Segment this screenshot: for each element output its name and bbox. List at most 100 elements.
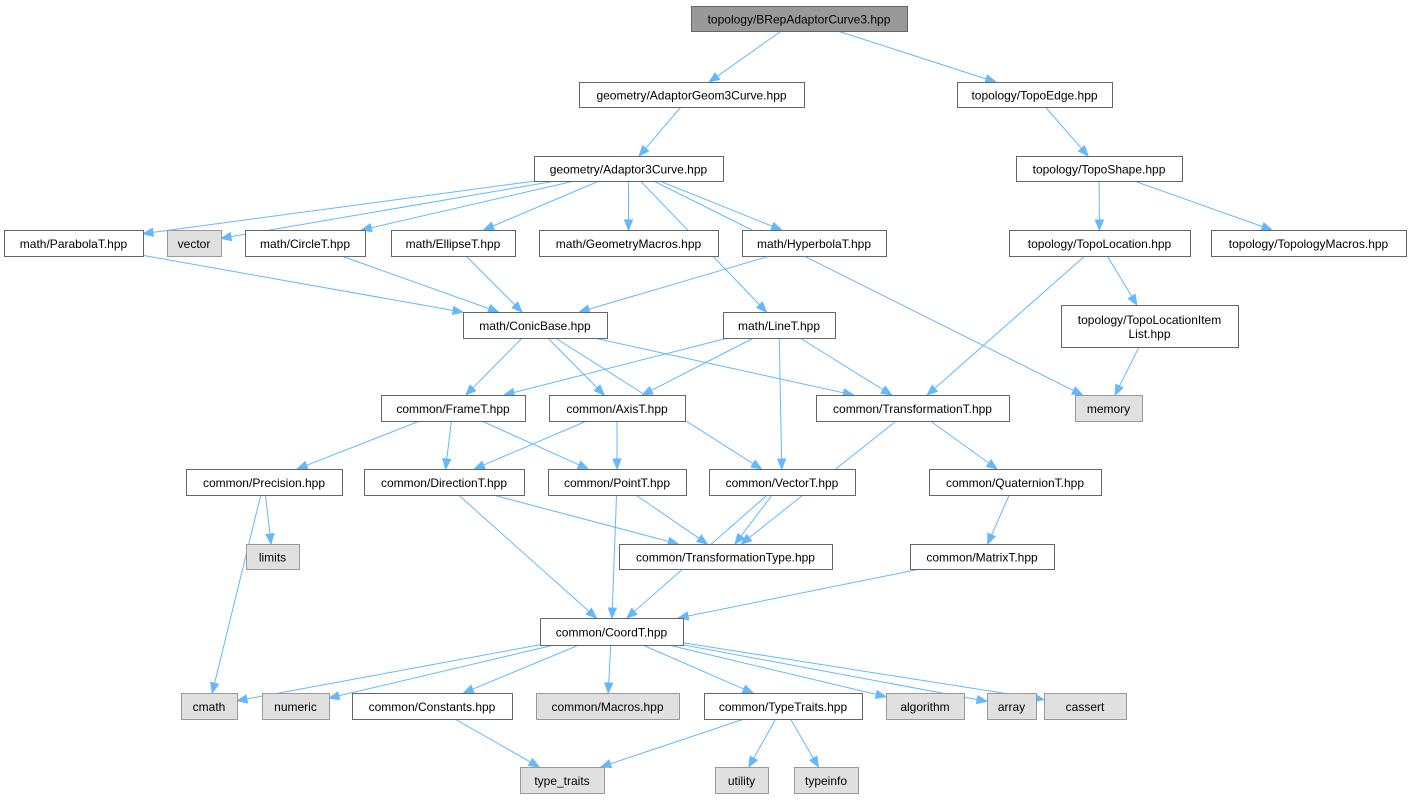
file-node[interactable]: topology/TopoEdge.hpp [957,82,1113,108]
arrowhead-icon [1114,383,1124,397]
nodes-layer: topology/BRepAdaptorCurve3.hpp geometry/A… [4,6,1407,794]
file-node[interactable]: common/CoordT.hpp [540,618,684,646]
dependency-edge [1045,106,1089,158]
file-node[interactable]: topology/TopoLocation.hpp [1009,230,1191,257]
file-node[interactable]: geometry/AdaptorGeom3Curve.hpp [579,82,805,108]
dependency-edge [641,337,754,396]
arrowhead-icon [360,223,373,233]
edge-line [642,644,746,690]
node-box [723,312,836,339]
edge-line [650,337,754,392]
file-node[interactable]: math/GeometryMacros.hpp [539,230,719,257]
node-box [715,767,769,794]
system-header-node: cassert [1044,693,1127,720]
node-box [886,693,965,720]
arrowhead-icon [482,221,496,231]
edge-line [1045,106,1083,150]
node-label: geometry/AdaptorGeom3Curve.hpp [596,89,786,103]
system-header-node: numeric [262,693,330,720]
file-node[interactable]: math/LineT.hpp [723,312,836,339]
edge-line [454,718,532,763]
edge-line [491,180,600,227]
node-box [709,469,856,496]
dependency-edge [458,494,598,619]
arrowhead-icon [219,231,233,242]
node-box [1044,693,1127,720]
node-label: common/FrameT.hpp [396,402,510,416]
node-label: math/GeometryMacros.hpp [556,237,702,251]
node-box [391,230,516,257]
arrowhead-icon [695,534,709,545]
node-box [245,230,366,257]
edge-line [837,30,988,80]
dependency-edge [930,420,999,470]
edge-line [471,644,580,691]
file-node[interactable]: common/AxisT.hpp [549,395,686,422]
file-node[interactable]: common/TransformationT.hpp [816,395,1010,422]
system-header-node: array [987,693,1037,720]
system-header-node: memory [1075,395,1143,422]
file-node[interactable]: common/TransformationType.hpp [619,544,833,570]
dependency-edge [547,337,606,396]
file-node[interactable]: common/QuaternionT.hpp [929,469,1102,496]
node-label: array [998,700,1025,714]
arrowhead-icon [1094,219,1105,232]
dependency-edge [1094,180,1105,232]
node-label: type_traits [534,774,589,788]
node-box [957,82,1113,108]
file-node[interactable]: common/PointT.hpp [548,469,687,496]
file-node[interactable]: math/ParabolaT.hpp [4,230,144,257]
edge-line [609,718,745,765]
edge-line [1133,180,1264,228]
dependency-edge [295,420,420,470]
file-node[interactable]: common/FrameT.hpp [381,395,526,422]
file-node[interactable]: math/HyperbolaT.hpp [742,230,887,257]
file-node[interactable]: geometry/Adaptor3Curve.hpp [534,156,724,182]
edge-line [790,718,815,760]
file-node[interactable]: common/DirectionT.hpp [364,469,525,496]
system-header-node: vector [167,230,222,257]
arrowhead-icon [734,532,746,546]
file-node[interactable]: math/EllipseT.hpp [391,230,516,257]
node-label: limits [259,551,286,565]
file-node[interactable]: math/CircleT.hpp [245,230,366,257]
node-label: topology/BRepAdaptorCurve3.hpp [708,13,891,27]
arrowhead-icon [235,694,249,704]
arrowhead-icon [599,759,613,769]
arrowhead-icon [985,459,999,470]
edge-line [930,420,990,465]
node-label: common/TransformationT.hpp [833,402,992,416]
file-node[interactable]: math/ConicBase.hpp [463,312,608,339]
node-box [246,544,300,570]
dependency-edge [264,494,275,546]
dependency-edge [668,644,888,699]
edge-line [682,644,979,701]
arrowhead-icon [740,533,753,545]
dependency-edge [638,106,682,158]
dependency-edge [676,568,921,621]
node-label: common/DirectionT.hpp [381,476,507,490]
dependency-edge [219,180,556,242]
file-node[interactable]: common/TypeTraits.hpp [704,693,863,720]
file-node[interactable]: topology/TopologyMacros.hpp [1211,230,1407,257]
arrowhead-icon [623,219,634,232]
node-box [704,693,863,720]
arrowhead-icon [986,532,997,546]
node-box [987,693,1037,720]
dependency-edge [492,494,680,546]
edge-line [142,254,455,312]
file-node[interactable]: common/Constants.hpp [352,693,513,720]
file-node[interactable]: common/MatrixT.hpp [910,544,1055,570]
node-label: cassert [1066,700,1105,714]
dependency-edge [653,180,1084,396]
file-node[interactable]: common/Precision.hpp [186,469,343,496]
dependency-edge [682,644,989,705]
edge-line [492,494,670,543]
node-box [794,767,859,794]
dependency-edge [1133,180,1274,231]
file-node[interactable]: topology/TopoShape.hpp [1016,156,1183,182]
arrowhead-icon [511,301,523,313]
file-node[interactable]: common/VectorT.hpp [709,469,856,496]
edge-line [778,337,783,461]
